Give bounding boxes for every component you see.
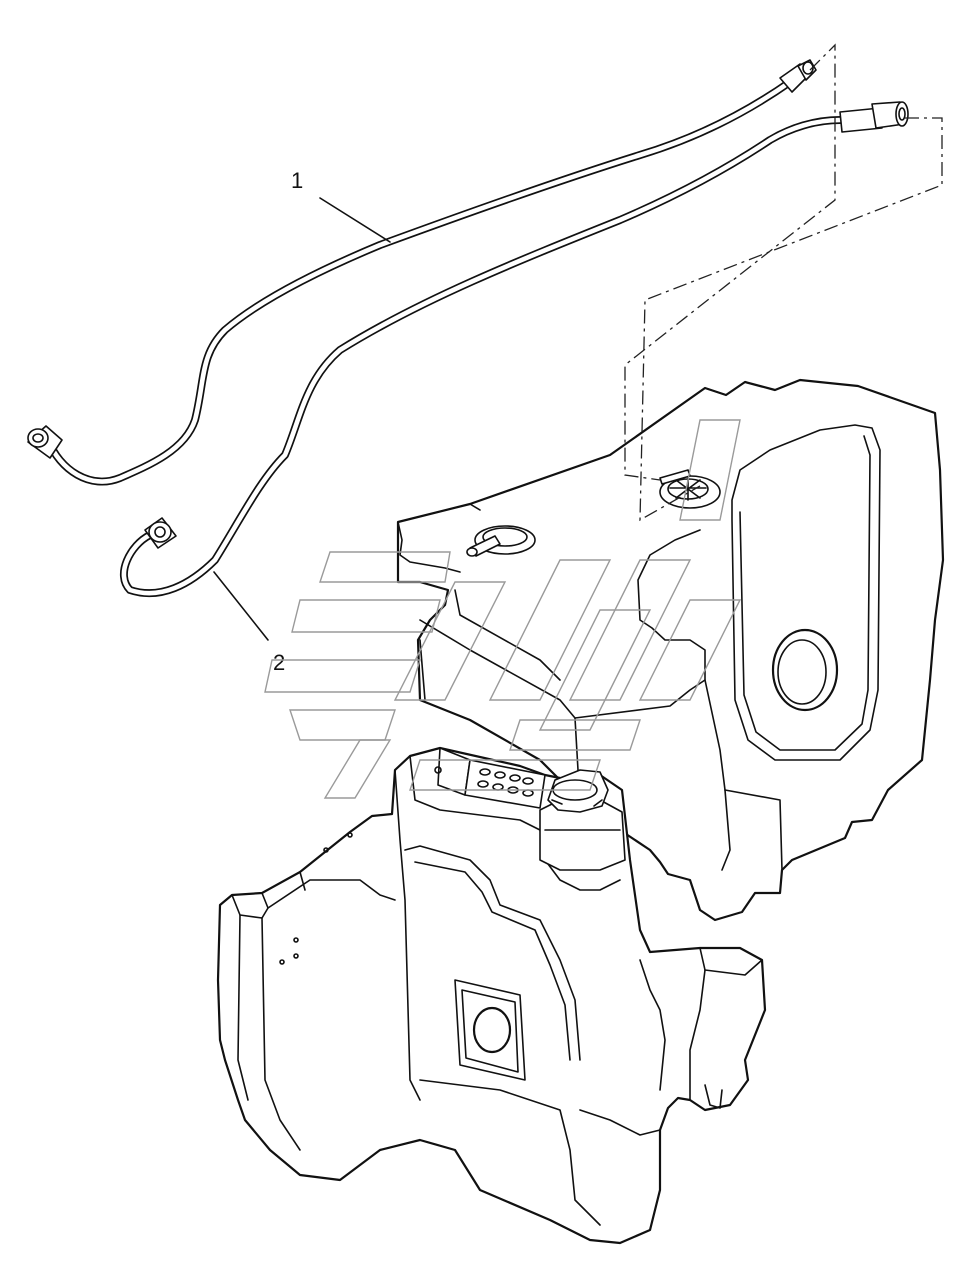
rear-tank xyxy=(396,378,945,922)
callout-2: 2 xyxy=(273,650,285,675)
hose-2 xyxy=(120,101,909,598)
watermark-logo xyxy=(264,419,742,799)
hose-1 xyxy=(27,59,817,486)
leader-lines xyxy=(213,197,391,641)
front-tank xyxy=(216,746,767,1245)
filler-port-left xyxy=(466,525,536,557)
assembly-lines xyxy=(624,43,943,522)
callout-1: 1 xyxy=(291,168,303,193)
